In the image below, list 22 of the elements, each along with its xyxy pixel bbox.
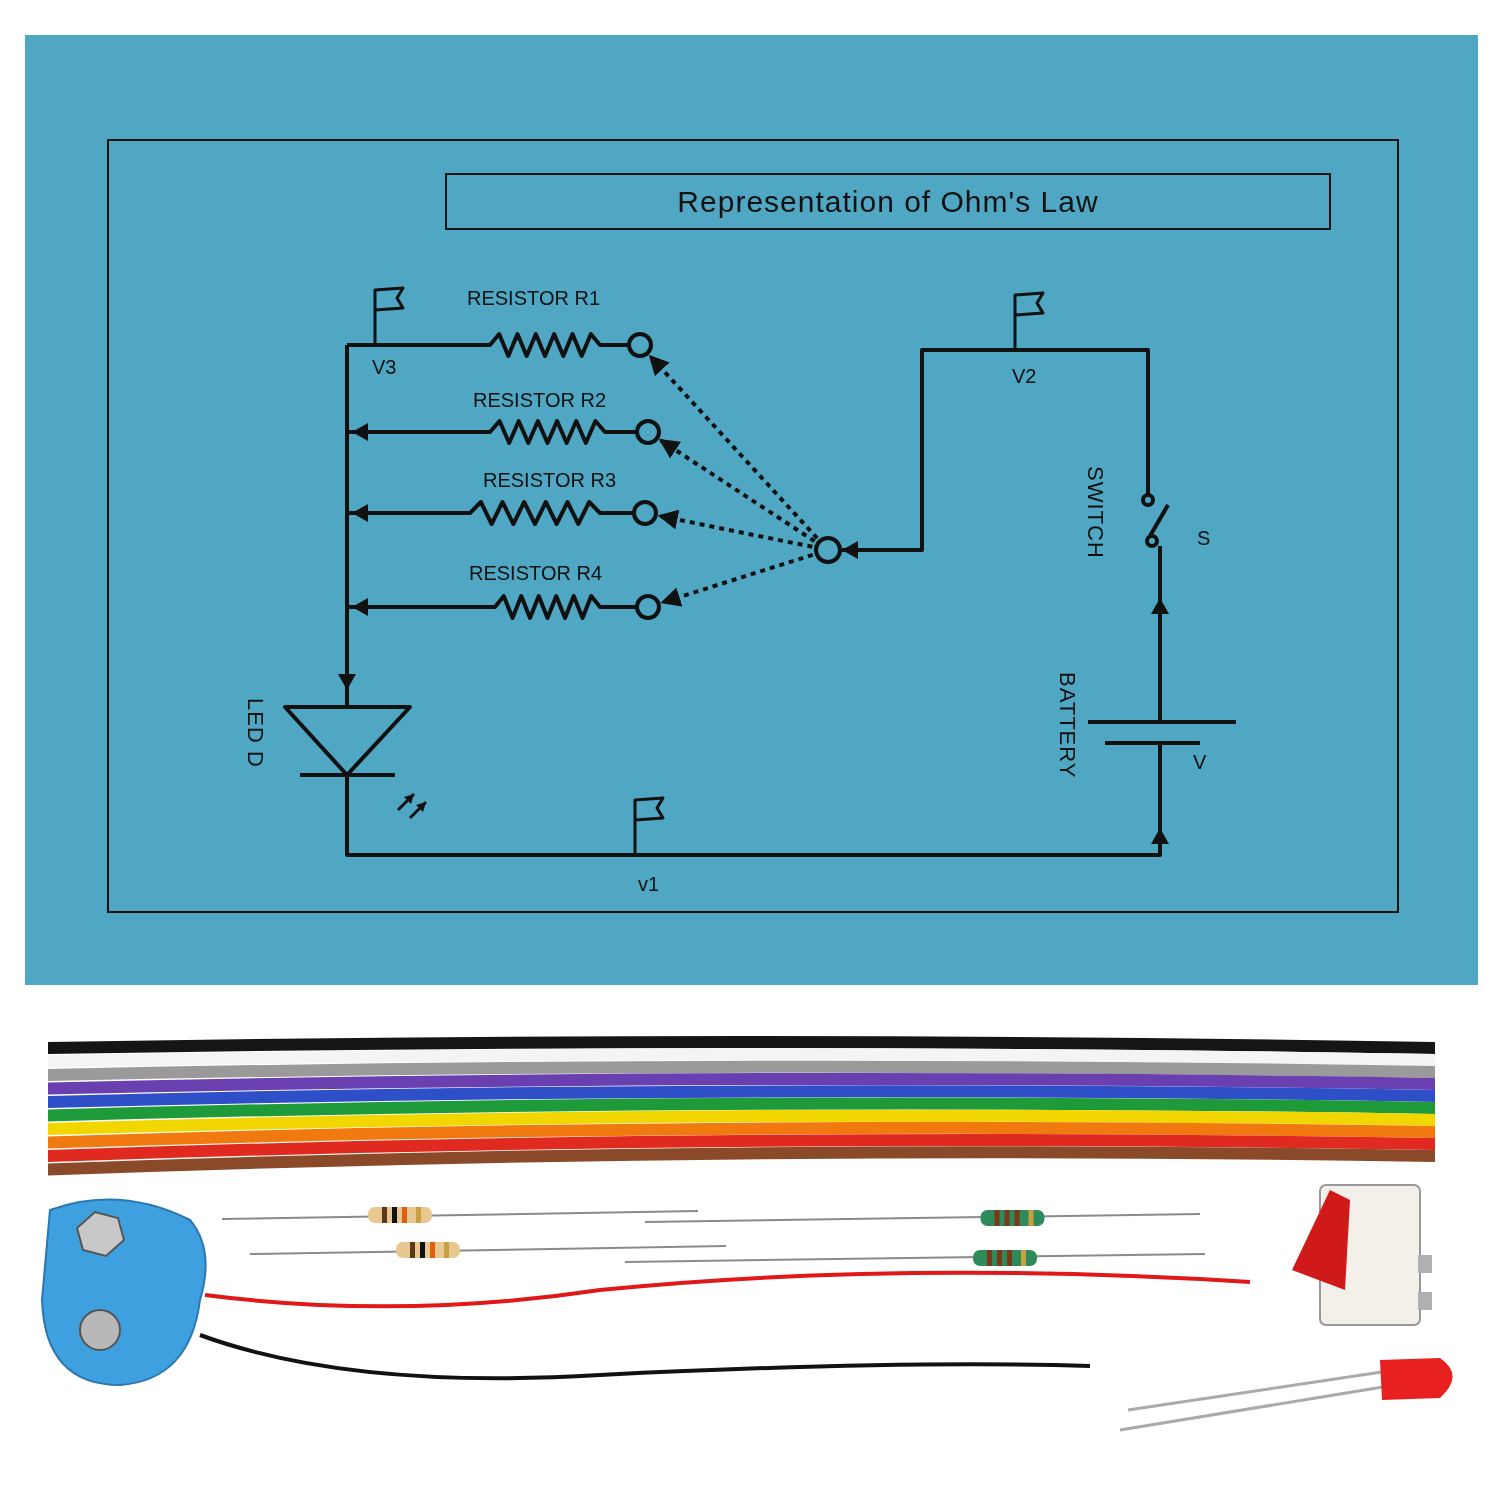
resistor-label: RESISTOR R4 [469,563,602,583]
component-label: SWITCH [1084,466,1106,559]
node-label: V2 [1012,366,1037,386]
title-banner: Representation of Ohm's Law [445,173,1331,230]
terminal-circle [635,419,661,445]
terminal-circle [627,332,653,358]
node-label: V [1193,752,1207,772]
terminal-circle [632,500,658,526]
node-label: v1 [638,874,660,894]
node-label: V3 [372,357,397,377]
component-label: BATTERY [1056,672,1078,779]
dotted-arrow [660,552,814,607]
terminal-circle [635,594,661,620]
resistor-label: RESISTOR R3 [483,470,616,490]
selector-terminal [814,536,842,564]
dotted-arrow [648,354,819,540]
node-label: S [1197,528,1211,548]
resistor-label: RESISTOR R2 [473,390,606,410]
dotted-arrow [657,509,813,549]
resistor-label: RESISTOR R1 [467,288,600,308]
component-label: LED D [244,698,266,768]
dotted-arrow [658,438,816,543]
